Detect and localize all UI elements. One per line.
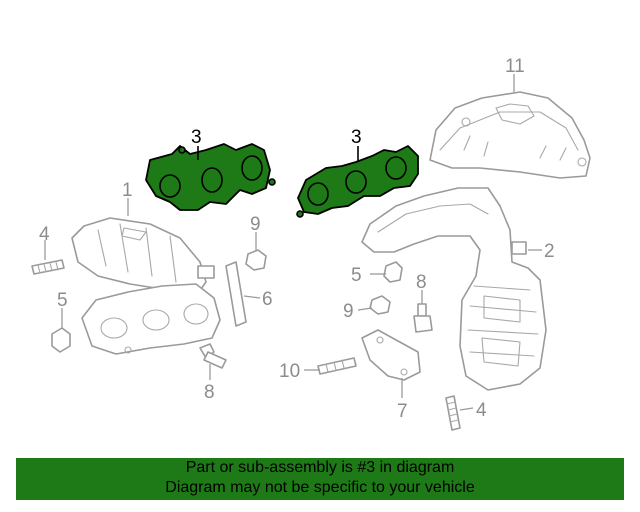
callout-6: 6 — [262, 289, 273, 310]
bracket-rod-part-6[interactable] — [225, 261, 247, 327]
callout-1: 1 — [122, 180, 133, 201]
callout-8-left: 8 — [204, 382, 215, 403]
bolt-part-8-right[interactable] — [413, 303, 433, 333]
parts-diagram: 11 2 3 3 1 4 4 5 5 9 9 6 7 8 8 10 — [31, 56, 591, 431]
callout-7: 7 — [397, 401, 408, 422]
banner-line-part: Part or sub-assembly is #3 in diagram — [185, 459, 455, 476]
stud-part-10[interactable] — [317, 357, 357, 375]
exhaust-manifold-right[interactable] — [361, 187, 547, 391]
nut-part-9-right[interactable] — [369, 295, 391, 315]
callout-4-left: 4 — [39, 224, 50, 245]
gasket-part-3-right[interactable] — [296, 145, 419, 218]
stud-part-4-right[interactable] — [445, 395, 461, 431]
heat-shield-part-11[interactable] — [429, 91, 591, 179]
callout-11: 11 — [505, 56, 525, 77]
info-banner: Part or sub-assembly is #3 in diagram Di… — [16, 458, 624, 500]
nut-part-5-left[interactable] — [51, 327, 71, 353]
callout-4-right: 4 — [476, 400, 487, 421]
exhaust-manifold-left[interactable] — [81, 283, 221, 355]
callout-9-left: 9 — [250, 214, 261, 235]
banner-line-disclaimer: Diagram may not be specific to your vehi… — [165, 479, 475, 496]
callout-8-right: 8 — [416, 272, 427, 293]
nut-part-5-right[interactable] — [383, 261, 403, 283]
catalytic-converter-part-1[interactable] — [71, 217, 215, 297]
stud-part-4-left[interactable] — [31, 259, 65, 275]
callout-5-right: 5 — [351, 265, 362, 286]
gasket-part-3-left[interactable] — [145, 143, 276, 211]
callout-2: 2 — [544, 241, 555, 262]
bolt-part-8-left[interactable] — [199, 343, 227, 369]
nut-part-9-left[interactable] — [245, 249, 267, 271]
bracket-part-7[interactable] — [361, 329, 421, 381]
callout-9-right: 9 — [343, 301, 354, 322]
callout-3-left: 3 — [191, 127, 202, 148]
callout-3-right: 3 — [351, 127, 362, 148]
callout-10: 10 — [279, 361, 300, 382]
callout-5-left: 5 — [57, 290, 68, 311]
